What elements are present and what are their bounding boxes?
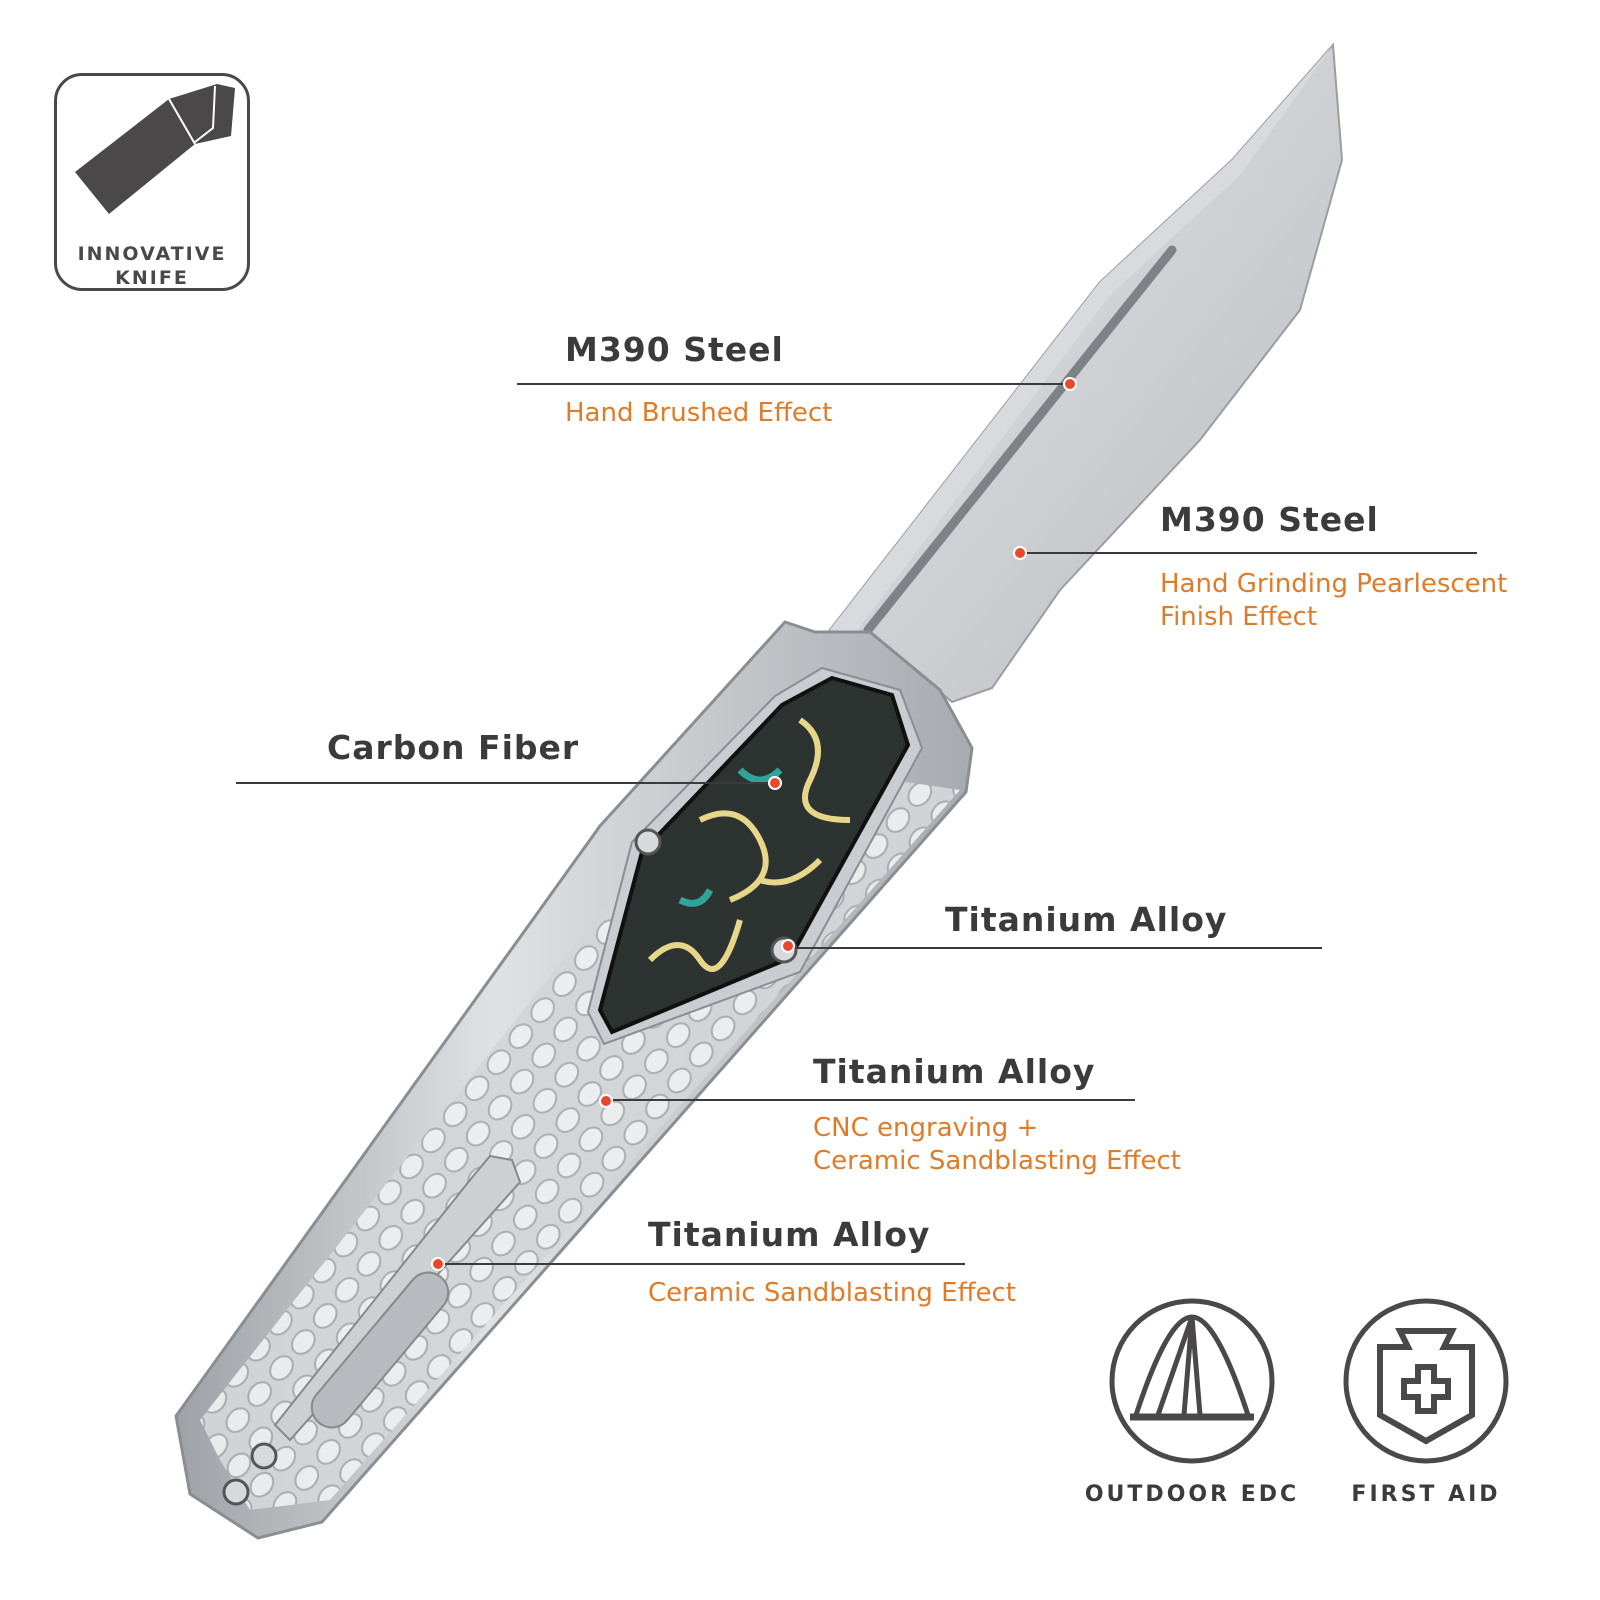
tent-icon [1109,1298,1275,1464]
callout-subtitle: Hand Brushed Effect [565,398,833,428]
badge-label-outdoor-edc: OUTDOOR EDC [1084,1482,1300,1507]
callout-subtitle: Hand Grinding Pearlescent Finish Effect [1160,568,1507,634]
handle [174,620,974,1540]
carbon-fiber-inlay [597,675,911,1035]
subtitle-line: CNC engraving + [813,1113,1039,1143]
callout-dots [431,377,1077,1271]
callout-subtitle: CNC engraving + Ceramic Sandblasting Eff… [813,1112,1181,1178]
callout-subtitle: Ceramic Sandblasting Effect [648,1278,1016,1308]
knife-icon [75,84,235,214]
first-aid-shield-icon [1343,1298,1509,1464]
subtitle-line: Ceramic Sandblasting Effect [813,1146,1181,1176]
callout-title-blade-grind: M390 Steel [1160,500,1379,539]
logo-line2: KNIFE [115,267,189,289]
callout-title-titanium-handle: Titanium Alloy [813,1052,1096,1091]
subtitle-line: Hand Grinding Pearlescent [1160,569,1508,599]
callout-title-carbon-fiber: Carbon Fiber [327,728,580,767]
subtitle-line: Finish Effect [1160,602,1318,632]
callout-title-blade-flat: M390 Steel [565,330,784,369]
blade [819,42,1344,704]
callout-title-titanium-clip: Titanium Alloy [648,1215,931,1254]
logo-line1: INNOVATIVE [77,243,227,265]
innovative-knife-logo: INNOVATIVE KNIFE [54,73,250,291]
callout-title-titanium-screw: Titanium Alloy [945,900,1228,939]
badge-label-first-aid: FIRST AID [1351,1482,1501,1507]
callout-lines [236,383,1477,1265]
